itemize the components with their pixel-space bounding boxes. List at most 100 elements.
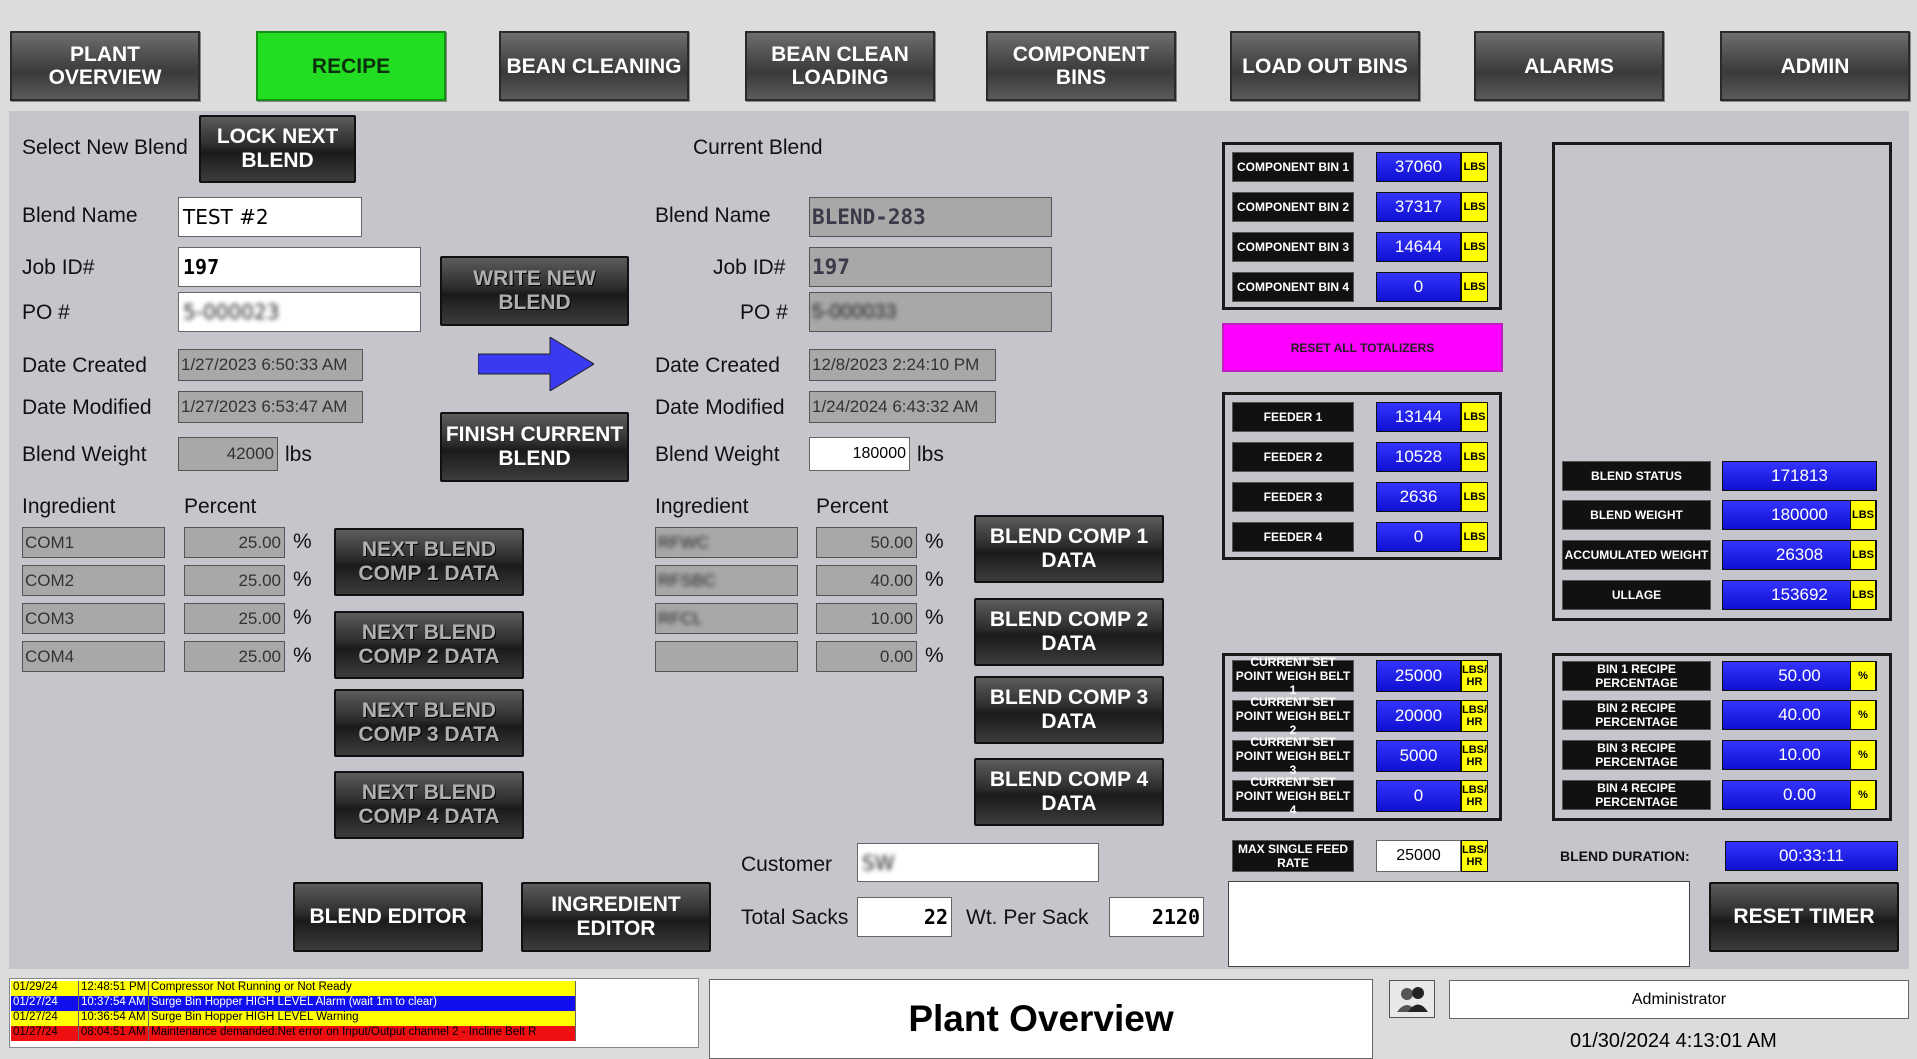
new-date-modified-field: 1/27/2023 6:53:47 AM	[178, 391, 363, 423]
bin-percentage-unit-1: %	[1850, 661, 1876, 691]
blend-status-unit-2: LBS	[1850, 500, 1876, 530]
blend-comp-1-button[interactable]: BLEND COMP 1 DATA	[974, 515, 1164, 583]
bin-percentage-label-1: BIN 1 RECIPE PERCENTAGE	[1562, 661, 1711, 691]
cur-po-field: 5-000033	[809, 292, 1052, 332]
new_blend-ingredient-3-percent: 25.00	[184, 603, 285, 634]
current_blend-ingredient-2-percent: 40.00	[816, 565, 917, 596]
cur-date-created-label: Date Created	[655, 354, 780, 378]
nav-load-out-bins[interactable]: LOAD OUT BINS	[1230, 31, 1420, 101]
blend-duration-value: 00:33:11	[1725, 841, 1898, 871]
next-blend-comp-4-button[interactable]: NEXT BLEND COMP 4 DATA	[334, 771, 524, 839]
cur-po-label: PO #	[740, 301, 788, 325]
next-blend-comp-3-button[interactable]: NEXT BLEND COMP 3 DATA	[334, 689, 524, 757]
new-blend-name-field[interactable]: TEST #2	[178, 197, 362, 237]
alarm-row[interactable]: 01/29/2412:48:51 PMCompressor Not Runnin…	[11, 981, 576, 996]
lock-next-blend-button[interactable]: LOCK NEXT BLEND	[199, 115, 356, 183]
screen-title: Plant Overview	[709, 979, 1373, 1059]
new_blend-ingredient-1-percent: 25.00	[184, 527, 285, 558]
alarm-text: Compressor Not Running or Not Ready	[149, 981, 576, 996]
feeder-unit-3: LBS	[1461, 482, 1488, 512]
alarm-time: 12:48:51 PM	[79, 981, 149, 996]
cur-job-id-label: Job ID#	[713, 256, 785, 280]
feeder-label-4: FEEDER 4	[1232, 522, 1354, 552]
new_blend-percent-sign: %	[293, 606, 312, 630]
alarm-date: 01/27/24	[11, 996, 79, 1011]
component-bin-unit-3: LBS	[1461, 232, 1488, 262]
current_blend-ingredient-3-percent: 10.00	[816, 603, 917, 634]
new-job-id-field[interactable]: 197	[178, 247, 421, 287]
new_blend-ingredient-3-name: COM3	[25, 609, 74, 629]
set-point-label-3: CURRENT SET POINT WEIGH BELT 3	[1232, 740, 1354, 772]
max-feed-field[interactable]: 25000	[1376, 840, 1461, 872]
customer-field[interactable]: SW	[857, 843, 1099, 882]
total-sacks-label: Total Sacks	[741, 906, 848, 930]
blend-comp-4-button[interactable]: BLEND COMP 4 DATA	[974, 758, 1164, 826]
blend-comp-2-button[interactable]: BLEND COMP 2 DATA	[974, 598, 1164, 666]
component-bin-value-3: 14644	[1376, 232, 1461, 262]
feeder-unit-1: LBS	[1461, 402, 1488, 432]
component-bin-label-4: COMPONENT BIN 4	[1232, 272, 1354, 302]
new-date-created-field: 1/27/2023 6:50:33 AM	[178, 349, 363, 381]
cur-blend-weight-label: Blend Weight	[655, 443, 780, 467]
arrow-right-icon	[478, 337, 594, 391]
current_blend-ingredient-3-name: RFCL	[658, 609, 702, 629]
set-point-value-4: 0	[1376, 780, 1461, 812]
component-bin-label-2: COMPONENT BIN 2	[1232, 192, 1354, 222]
new-blend-weight-field: 42000	[178, 437, 278, 471]
reset-timer-button[interactable]: RESET TIMER	[1709, 882, 1899, 952]
alarm-row[interactable]: 01/27/2410:36:54 AMSurge Bin Hopper HIGH…	[11, 1011, 576, 1026]
wt-per-sack-label: Wt. Per Sack	[966, 906, 1089, 930]
alarm-text: Surge Bin Hopper HIGH LEVEL Alarm (wait …	[149, 996, 576, 1011]
user-login-button[interactable]	[1389, 980, 1435, 1018]
customer-label: Customer	[741, 853, 832, 877]
set-point-unit-3: LBS/ HR	[1461, 740, 1488, 772]
nav-bean-cleaning[interactable]: BEAN CLEANING	[499, 31, 689, 101]
nav-bean-clean-loading[interactable]: BEAN CLEAN LOADING	[745, 31, 935, 101]
alarm-text: Maintenance demanded:Net error on Input/…	[149, 1026, 576, 1041]
reset-all-totalizers-button[interactable]: RESET ALL TOTALIZERS	[1222, 323, 1503, 372]
alarm-row[interactable]: 01/27/2408:04:51 AMMaintenance demanded:…	[11, 1026, 576, 1041]
blend-comp-3-button[interactable]: BLEND COMP 3 DATA	[974, 676, 1164, 744]
feeder-unit-4: LBS	[1461, 522, 1488, 552]
bin-percentage-unit-4: %	[1850, 780, 1876, 810]
alarm-time: 10:37:54 AM	[79, 996, 149, 1011]
current_blend-percent-sign: %	[925, 606, 944, 630]
new_blend-ingredient-1-name: COM1	[25, 533, 74, 553]
write-new-blend-button[interactable]: WRITE NEW BLEND	[440, 256, 629, 326]
nav-recipe[interactable]: RECIPE	[256, 31, 446, 101]
next-blend-comp-2-button[interactable]: NEXT BLEND COMP 2 DATA	[334, 611, 524, 679]
new_blend-ingredient-4-name: COM4	[25, 647, 74, 667]
component-bin-value-1: 37060	[1376, 152, 1461, 182]
component-bin-unit-2: LBS	[1461, 192, 1488, 222]
current_blend-percent-sign: %	[925, 644, 944, 668]
total-sacks-field[interactable]: 22	[857, 897, 952, 937]
feeder-label-1: FEEDER 1	[1232, 402, 1354, 432]
cur-percent-header: Percent	[816, 495, 888, 519]
set-point-value-1: 25000	[1376, 660, 1461, 692]
feeder-label-3: FEEDER 3	[1232, 482, 1354, 512]
nav-alarms[interactable]: ALARMS	[1474, 31, 1664, 101]
feeder-value-4: 0	[1376, 522, 1461, 552]
next-blend-comp-1-button[interactable]: NEXT BLEND COMP 1 DATA	[334, 528, 524, 596]
alarm-row[interactable]: 01/27/2410:37:54 AMSurge Bin Hopper HIGH…	[11, 996, 576, 1011]
component-bin-label-3: COMPONENT BIN 3	[1232, 232, 1354, 262]
new-po-field[interactable]: 5-000023	[178, 292, 421, 332]
cur-blend-weight-field[interactable]: 180000	[809, 437, 910, 471]
nav-plant-overview[interactable]: PLANT OVERVIEW	[10, 31, 200, 101]
blend-status-label-1: BLEND STATUS	[1562, 461, 1711, 491]
new-weight-unit: lbs	[285, 443, 312, 467]
blend-status-label-4: ULLAGE	[1562, 580, 1711, 610]
current_blend-ingredient-4-percent: 0.00	[816, 641, 917, 672]
new-po-value: 5-000023	[183, 300, 279, 324]
wt-per-sack-field[interactable]: 2120	[1109, 897, 1204, 937]
finish-current-blend-button[interactable]: FINISH CURRENT BLEND	[440, 412, 629, 482]
nav-component-bins[interactable]: COMPONENT BINS	[986, 31, 1176, 101]
select-new-blend-label: Select New Blend	[22, 136, 188, 160]
bin-percentage-label-2: BIN 2 RECIPE PERCENTAGE	[1562, 700, 1711, 730]
new_blend-ingredient-1: COM1	[22, 527, 165, 558]
nav-admin[interactable]: ADMIN	[1720, 31, 1910, 101]
ingredient-editor-button[interactable]: INGREDIENT EDITOR	[521, 882, 711, 952]
blend-editor-button[interactable]: BLEND EDITOR	[293, 882, 483, 952]
blend-status-unit-4: LBS	[1850, 580, 1876, 610]
set-point-label-1: CURRENT SET POINT WEIGH BELT 1	[1232, 660, 1354, 692]
